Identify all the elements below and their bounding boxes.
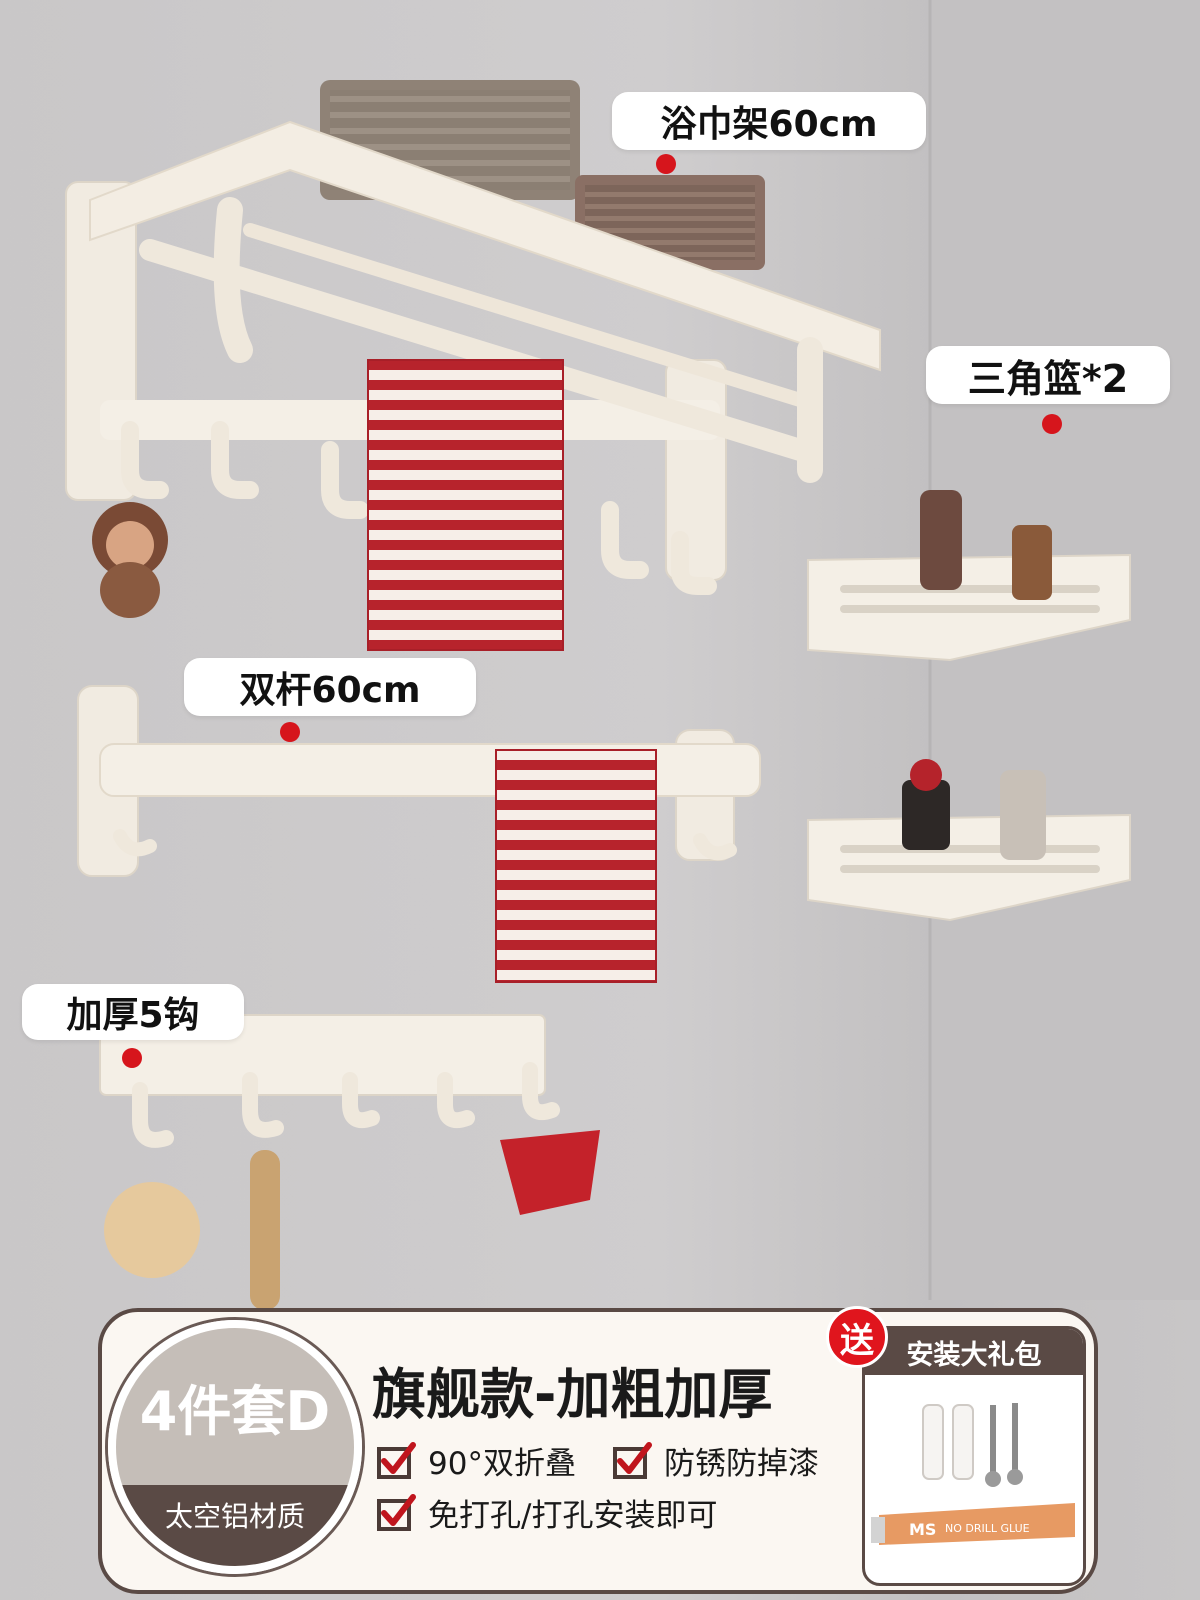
- anchor-icon: [922, 1404, 974, 1480]
- feature-fold: 90°双折叠: [376, 1438, 576, 1483]
- feature-label: 防锈防掉漆: [664, 1446, 819, 1482]
- label-corner-basket: 三角篮*2: [926, 346, 1170, 404]
- gift-title: 安装大礼包: [865, 1329, 1083, 1375]
- label-dot-bath-towel-rack: [656, 154, 676, 174]
- side-wall: [930, 0, 1200, 1300]
- feature-rustproof: 防锈防掉漆: [612, 1438, 819, 1483]
- gift-pack: 安装大礼包 MS NO DRILL GLUE: [862, 1326, 1086, 1586]
- badge-title: 4件套D: [116, 1328, 354, 1486]
- double-bar-illustration: [77, 685, 761, 983]
- gift-items-illustration: MS NO DRILL GLUE: [871, 1403, 1075, 1545]
- feature-install: 免打孔/打孔安装即可: [376, 1490, 717, 1535]
- check-icon: [377, 1441, 416, 1479]
- screw-icon: [985, 1403, 1023, 1487]
- check-icon: [613, 1441, 652, 1479]
- glue-text: NO DRILL GLUE: [945, 1522, 1030, 1535]
- feature-label: 免打孔/打孔安装即可: [428, 1498, 718, 1534]
- badge-subtitle: 太空铝材质: [116, 1485, 354, 1566]
- label-hooks: 加厚5钩: [22, 984, 244, 1040]
- label-dot-corner-basket: [1042, 414, 1062, 434]
- gift-badge: 送: [826, 1306, 888, 1368]
- label-double-bar: 双杆60cm: [184, 658, 476, 716]
- label-dot-double-bar: [280, 722, 300, 742]
- label-bath-towel-rack: 浴巾架60cm: [612, 92, 926, 150]
- set-badge: 4件套D 太空铝材质: [108, 1320, 362, 1574]
- glue-brand: MS: [909, 1520, 936, 1539]
- hooks-illustration: [99, 1014, 600, 1310]
- feature-label: 90°双折叠: [428, 1446, 576, 1482]
- label-dot-hooks: [122, 1048, 142, 1068]
- headline: 旗舰款-加粗加厚: [372, 1363, 773, 1426]
- glue-tube-icon: MS NO DRILL GLUE: [871, 1503, 1075, 1545]
- bath-towel-rack-illustration: [65, 80, 881, 651]
- corner-basket-illustration: [807, 490, 1131, 922]
- check-icon: [377, 1493, 416, 1531]
